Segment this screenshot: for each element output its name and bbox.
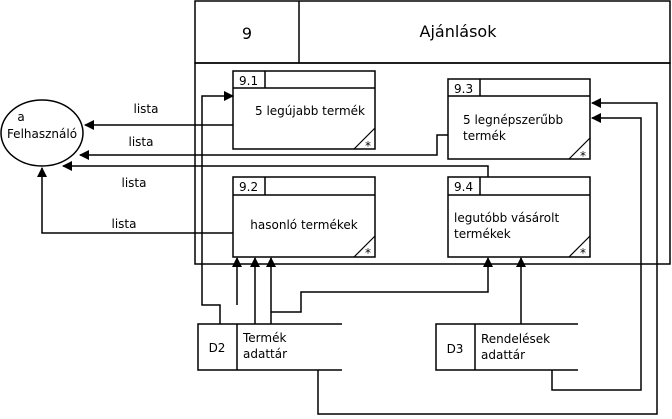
flow-9-4-to-user: lista	[62, 161, 489, 190]
process-9-1: 9.1 5 legújabb termék *	[232, 70, 376, 153]
process-star: *	[580, 149, 586, 163]
flow-9-2-to-user: lista	[37, 167, 233, 234]
process-header: 9 Ajánlások	[194, 0, 671, 64]
process-star: *	[365, 139, 371, 153]
process-id: 9.4	[454, 180, 473, 194]
process-id: 9.3	[454, 82, 473, 96]
datastore-id: D2	[209, 341, 226, 355]
process-label: termékek	[454, 227, 511, 241]
entity-line-2: Felhasználó	[7, 127, 77, 141]
process-id: 9.1	[239, 74, 258, 88]
flow-9-1-to-user: lista	[84, 102, 233, 130]
flow-label: lista	[134, 102, 159, 116]
process-label: hasonló termékek	[250, 218, 357, 232]
flow-label: lista	[129, 135, 154, 149]
flow-d2-to-9-1	[201, 91, 234, 324]
process-9-3: 9.3 5 legnépszerűbb termék *	[447, 78, 591, 163]
flow-d2-to-9-4	[271, 257, 493, 313]
datastore-d3: D3 Rendelések adattár	[435, 323, 578, 371]
flow-d2-to-9-3	[317, 98, 658, 415]
process-star: *	[580, 246, 586, 260]
flow-d3-to-9-3	[551, 113, 642, 391]
flow-9-3-to-user: lista	[79, 134, 448, 160]
datastore-label: adattár	[481, 348, 525, 362]
process-label: 5 legnépszerűbb	[463, 113, 563, 127]
header-title: Ajánlások	[420, 22, 498, 41]
datastore-d2: D2 Termék adattár	[197, 323, 342, 371]
process-id: 9.2	[239, 180, 258, 194]
process-9-2: 9.2 hasonló termékek *	[232, 176, 376, 260]
external-entity-user: a Felhasználó	[0, 99, 84, 167]
entity-line-1: a	[17, 110, 24, 124]
process-label: 5 legújabb termék	[255, 104, 365, 118]
process-label: legutóbb vásárolt	[454, 211, 559, 225]
flow-label: lista	[112, 217, 137, 231]
flow-label: lista	[122, 176, 147, 190]
datastore-label: adattár	[243, 347, 287, 361]
process-body	[194, 62, 671, 265]
process-label: termék	[463, 129, 506, 143]
datastore-label: Rendelések	[481, 332, 550, 346]
datastore-id: D3	[447, 342, 464, 356]
process-star: *	[365, 246, 371, 260]
header-number: 9	[242, 24, 252, 43]
datastore-label: Termék	[242, 331, 286, 345]
process-9-4: 9.4 legutóbb vásárolt termékek *	[447, 176, 591, 260]
